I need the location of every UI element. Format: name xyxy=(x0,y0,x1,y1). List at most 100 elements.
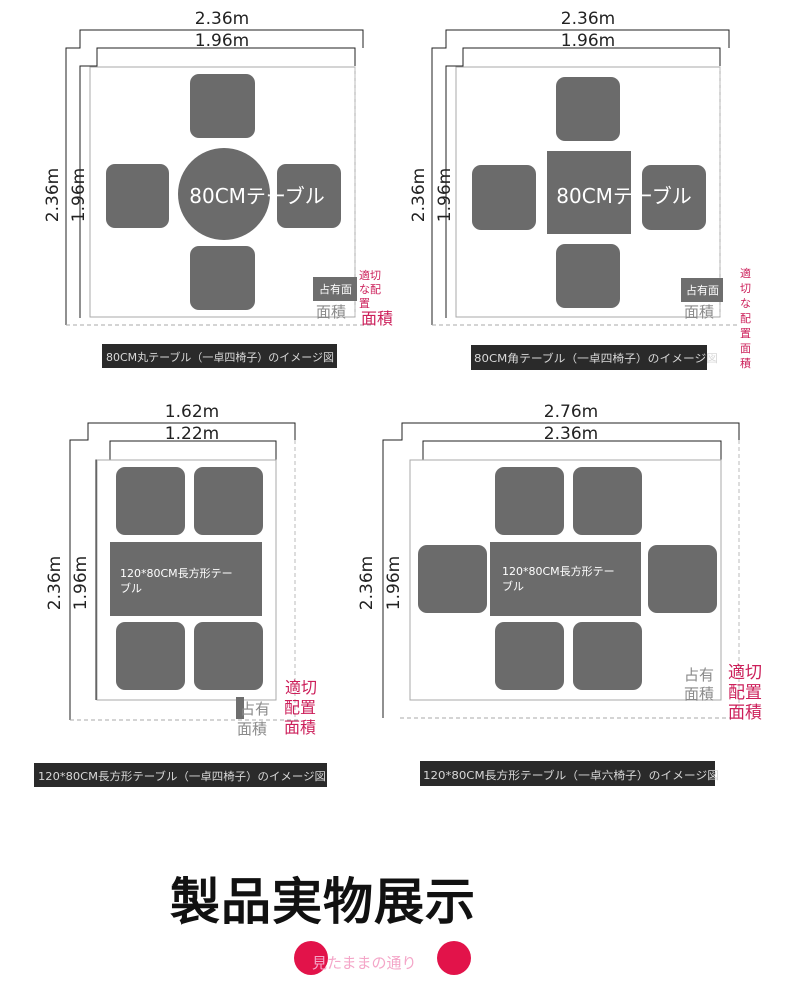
chair xyxy=(194,467,263,535)
proper-label-line: 面積 xyxy=(284,718,316,737)
occupied-badge xyxy=(313,277,357,301)
table-label: 120*80CM長方形テー xyxy=(502,564,615,578)
inner-bracket xyxy=(95,440,277,700)
proper-label-char: 切 xyxy=(740,282,751,295)
inner-bracket xyxy=(79,47,356,318)
chair xyxy=(418,545,487,613)
room-outline xyxy=(89,66,356,318)
outer-width-label: 2.36m xyxy=(195,9,249,29)
occupied-label-2: 面積 xyxy=(684,685,714,703)
caption-bar xyxy=(420,761,715,786)
chair xyxy=(116,622,185,690)
chair xyxy=(194,622,263,690)
chair xyxy=(495,622,564,690)
table-label: ブル xyxy=(502,579,524,593)
occupied-label-2: 面積 xyxy=(237,720,267,738)
diagram-round-table: 2.36m 1.96m 2.36m 1.96m 80CMテーブル 占有面 面積 … xyxy=(43,9,393,368)
room-outline xyxy=(409,459,722,701)
chair xyxy=(190,74,255,138)
square-table xyxy=(547,151,631,234)
proper-label-char: な xyxy=(359,283,370,296)
room-outline xyxy=(96,459,277,701)
chair xyxy=(573,622,642,690)
section-title: 製品実物展示 xyxy=(170,873,476,931)
outer-bracket xyxy=(431,29,730,325)
proper-label-char: 置 xyxy=(740,327,751,340)
rect-table xyxy=(490,542,641,616)
proper-label-char: 配 xyxy=(370,283,381,296)
occupied-label-2: 面積 xyxy=(316,303,346,321)
caption-bar xyxy=(102,344,337,368)
caption: 80CM丸テーブル（一卓四椅子）のイメージ図 xyxy=(106,350,334,364)
occupied-label: 占有 xyxy=(684,666,714,684)
inner-height-label: 1.96m xyxy=(384,556,404,610)
occupied-badge xyxy=(236,697,244,719)
occupied-label: 占有面 xyxy=(686,283,719,297)
table-label: 120*80CM長方形テー xyxy=(120,566,233,580)
chair xyxy=(573,467,642,535)
inner-width-label: 1.22m xyxy=(165,424,219,444)
proper-label-char: 積 xyxy=(740,356,751,370)
inner-width-label: 1.96m xyxy=(561,31,615,51)
proper-label-char: 配 xyxy=(740,312,751,325)
outer-width-label: 2.36m xyxy=(561,9,615,29)
occupied-badge xyxy=(681,278,723,302)
diagram-rect-table-4: 1.62m 1.22m 2.36m 1.96m 120*80CM長方形テー ブル… xyxy=(34,402,327,787)
outer-height-label: 2.36m xyxy=(45,556,65,610)
inner-width-label: 2.36m xyxy=(544,424,598,444)
proper-label-char: 適 xyxy=(359,268,370,282)
chair xyxy=(648,545,717,613)
outer-height-label: 2.36m xyxy=(43,168,63,222)
caption-bar xyxy=(34,763,327,787)
proper-label-line: 配置 xyxy=(284,698,316,717)
outer-height-label: 2.36m xyxy=(357,556,377,610)
chair xyxy=(556,77,620,141)
outer-width-label: 2.76m xyxy=(544,402,598,422)
occupied-label: 占有 xyxy=(240,700,270,718)
diagram-rect-table-6: 2.76m 2.36m 2.36m 1.96m 120*80CM長方形テー ブル… xyxy=(357,402,762,786)
proper-label-char: 適 xyxy=(740,266,751,280)
occupied-label: 占有面 xyxy=(319,282,352,296)
proper-label-char: 置 xyxy=(359,297,370,310)
caption: 80CM角テーブル（一卓四椅子）のイメージ図 xyxy=(474,351,718,365)
proper-label-char: な xyxy=(740,297,751,310)
chair xyxy=(556,244,620,308)
occupied-label-2: 面積 xyxy=(684,303,714,321)
caption: 120*80CM長方形テーブル（一卓四椅子）のイメージ図 xyxy=(38,769,326,783)
outer-bracket xyxy=(65,29,364,325)
caption: 120*80CM長方形テーブル（一卓六椅子）のイメージ図 xyxy=(423,768,719,782)
decor-dot-left xyxy=(294,941,328,975)
diagram-square-table: 2.36m 1.96m 2.36m 1.96m 80CMテーブル 占有面 面積 … xyxy=(409,9,751,370)
proper-label-2: 面積 xyxy=(361,309,393,328)
inner-height-label: 1.96m xyxy=(435,168,455,222)
chair xyxy=(642,165,706,230)
proper-label-line: 面積 xyxy=(728,703,762,723)
proper-label-char: 切 xyxy=(370,269,381,282)
table-label: 80CMテーブル xyxy=(189,184,324,208)
chair xyxy=(472,165,536,230)
room-outline xyxy=(455,66,721,318)
chair xyxy=(106,164,169,228)
outer-bracket xyxy=(382,422,740,718)
proper-label-line: 適切 xyxy=(728,663,762,683)
round-table xyxy=(178,148,270,240)
caption-bar xyxy=(471,345,707,370)
outer-width-label: 1.62m xyxy=(165,402,219,422)
decor-dot-right xyxy=(437,941,471,975)
inner-height-label: 1.96m xyxy=(71,556,91,610)
inner-bracket xyxy=(445,47,721,318)
section-subtitle: 見たままの通り xyxy=(312,954,417,972)
outer-bracket xyxy=(69,422,296,720)
rect-table xyxy=(110,542,262,616)
outer-height-label: 2.36m xyxy=(409,168,429,222)
chair xyxy=(116,467,185,535)
proper-label-line: 配置 xyxy=(728,683,762,703)
inner-height-label: 1.96m xyxy=(69,168,89,222)
inner-width-label: 1.96m xyxy=(195,31,249,51)
chair xyxy=(277,164,341,228)
table-label: ブル xyxy=(120,581,142,595)
proper-label-char: 面 xyxy=(740,342,751,355)
chair xyxy=(190,246,255,310)
proper-label-line: 適切 xyxy=(285,678,317,697)
